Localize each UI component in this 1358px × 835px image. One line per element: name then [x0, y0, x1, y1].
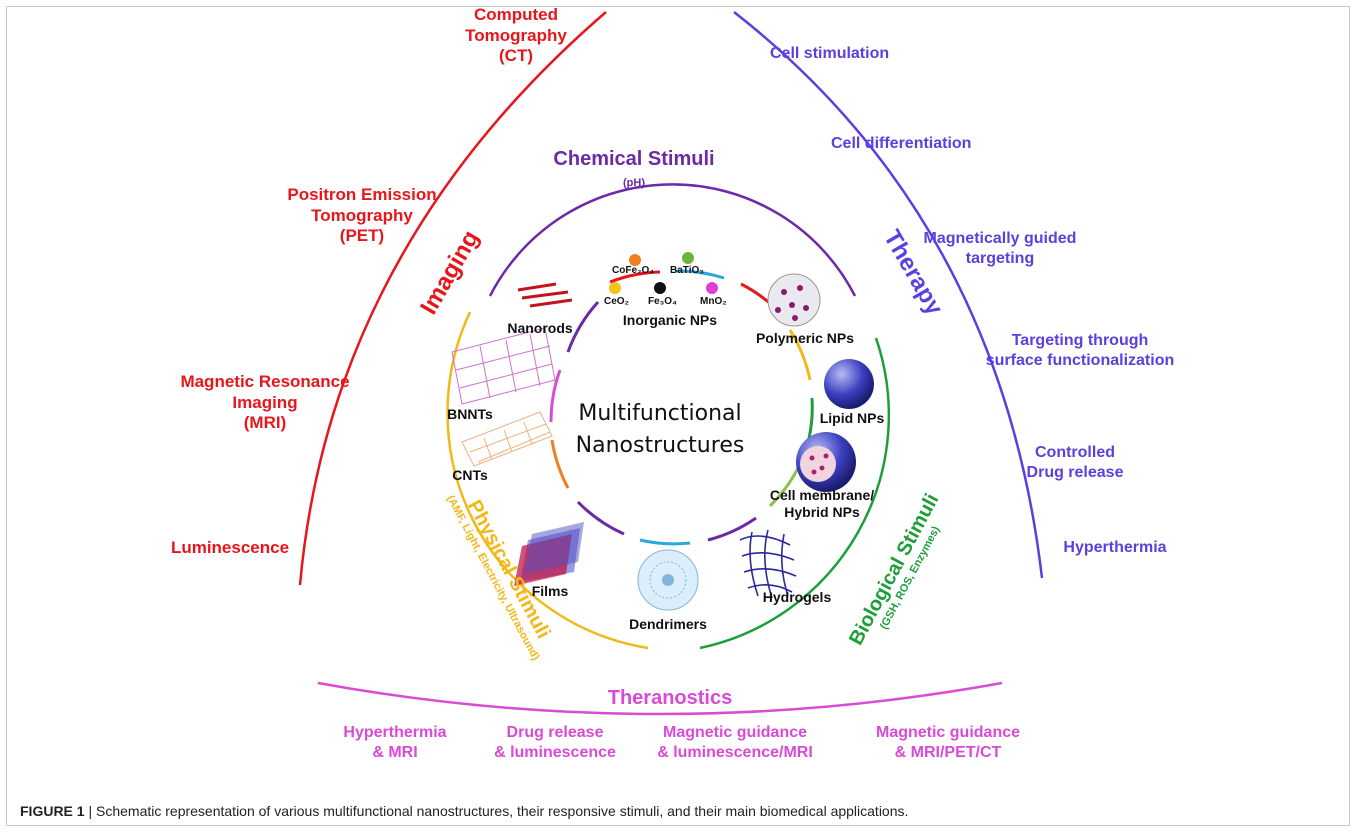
theranostics-arc	[317, 681, 1003, 716]
nanorods-icon	[517, 282, 573, 308]
feo-label: Fe₃O₄	[648, 296, 677, 307]
feo-sphere	[654, 282, 666, 294]
mno-label: MnO₂	[700, 296, 727, 307]
figure-caption: FIGURE 1 | Schematic representation of v…	[20, 803, 908, 819]
cofe-sphere	[629, 254, 641, 266]
imaging-item-mri: Magnetic Resonance Imaging (MRI)	[180, 372, 350, 433]
lipid-label: Lipid NPs	[819, 410, 885, 426]
biological-arc	[699, 337, 891, 650]
imaging-arc	[298, 11, 607, 586]
therapy-item-hyperthermia: Hyperthermia	[1063, 539, 1167, 556]
films-icon	[514, 522, 584, 586]
cofe-label: CoFe₂O₄	[612, 265, 654, 276]
theranostics-item-hyperthermia-mri: Hyperthermia & MRI	[343, 724, 447, 761]
physical-arc	[446, 311, 649, 650]
dendrimer-icon	[637, 549, 699, 611]
chemical-stimuli-title: Chemical Stimuli	[553, 148, 715, 170]
caption-label: FIGURE 1	[20, 803, 85, 819]
chemical-stimuli-sub: (pH)	[623, 177, 645, 189]
chemical-arc	[488, 183, 857, 297]
caption-text: | Schematic representation of various mu…	[84, 803, 909, 819]
therapy-item-surface-targeting: Targeting through surface functionalizat…	[985, 332, 1175, 369]
hybrid-np-icon	[796, 432, 856, 492]
polymeric-np-icon	[767, 273, 821, 327]
theranostics-item-drug-luminescence: Drug release & luminescence	[494, 724, 616, 761]
cnts-icon	[461, 411, 553, 467]
imaging-item-pet: Positron Emission Tomography (PET)	[287, 185, 437, 246]
ceo-label: CeO₂	[604, 296, 630, 307]
mno-sphere	[706, 282, 718, 294]
hybrid-label: Cell membrane/ Hybrid NPs	[769, 487, 875, 521]
therapy-arc	[733, 11, 1044, 579]
ceo-sphere	[609, 282, 621, 294]
nanorods-label: Nanorods	[507, 320, 573, 336]
inorganic-label: Inorganic NPs	[622, 312, 718, 328]
therapy-item-controlled-release: Controlled Drug release	[1026, 444, 1124, 481]
therapy-item-cell-stimulation: Cell stimulation	[770, 45, 890, 62]
center-title: Multifunctional Nanostructures	[575, 401, 745, 458]
theranostics-title: Theranostics	[607, 687, 733, 709]
cnts-label: CNTs	[452, 467, 488, 483]
imaging-item-ct: Computed Tomography (CT)	[465, 5, 567, 66]
theranostics-item-guidance-mri-pet-ct: Magnetic guidance & MRI/PET/CT	[875, 724, 1021, 761]
hydrogels-label: Hydrogels	[762, 589, 832, 605]
batio-label: BaTiO₃	[670, 265, 704, 276]
theranostics-item-guidance-lum-mri: Magnetic guidance & luminescence/MRI	[657, 724, 813, 761]
figure-frame	[6, 6, 1350, 826]
therapy-item-magnetic-targeting: Magnetically guided targeting	[923, 230, 1077, 267]
polymeric-label: Polymeric NPs	[755, 330, 855, 346]
imaging-item-luminescence: Luminescence	[170, 538, 290, 557]
therapy-item-cell-differentiation: Cell differentiation	[831, 135, 972, 152]
dendrimers-label: Dendrimers	[629, 616, 707, 632]
hydrogels-icon	[739, 529, 797, 599]
batio-sphere	[682, 252, 694, 264]
bnnts-icon	[451, 327, 556, 405]
lipid-np-icon	[824, 359, 874, 409]
bnnts-label: BNNTs	[447, 406, 493, 422]
films-label: Films	[531, 583, 569, 599]
